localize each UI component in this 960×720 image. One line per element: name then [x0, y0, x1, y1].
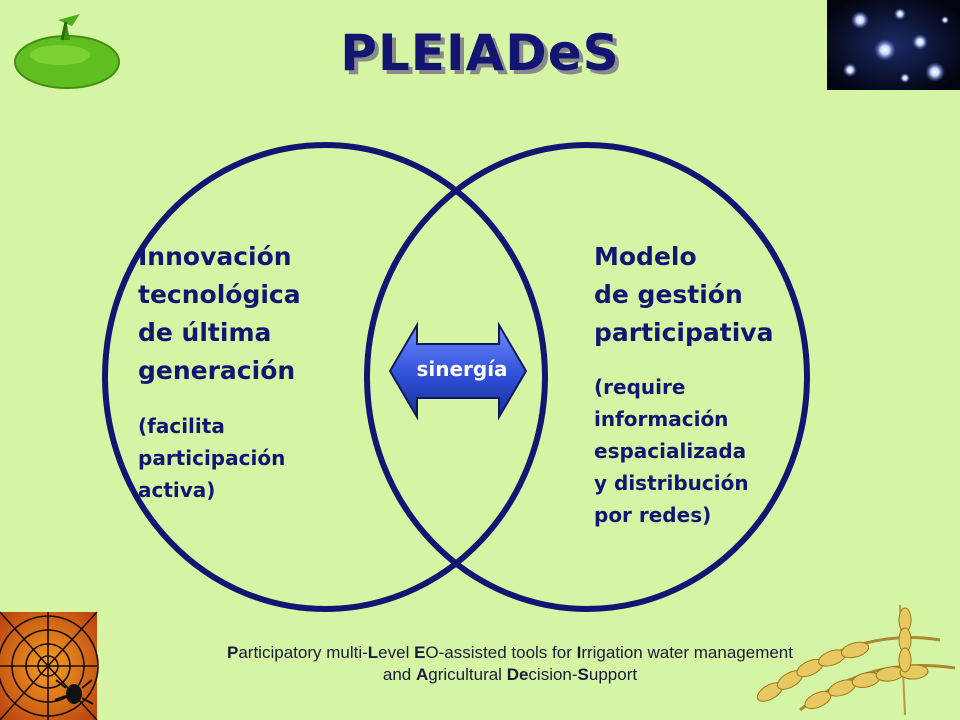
footer-initial: P — [227, 643, 239, 662]
footer-text: rrigation water management — [581, 643, 793, 662]
right-heading-line: Modelo — [594, 242, 697, 271]
left-circle — [102, 142, 548, 612]
right-circle-heading: Modelo de gestión participativa — [594, 238, 773, 352]
right-note-line: por redes) — [594, 503, 712, 527]
left-circle-heading: Innovación tecnológica de última generac… — [138, 238, 301, 390]
left-note-line: participación — [138, 446, 286, 470]
left-note-line: (facilita — [138, 414, 225, 438]
wheat-ears-image — [756, 604, 956, 716]
footer-text: O-assisted tools for — [425, 643, 577, 662]
footer-text: evel — [378, 643, 415, 662]
synergy-label: sinergía — [416, 357, 508, 381]
left-note-line: activa) — [138, 478, 216, 502]
left-circle-note: (facilita participación activa) — [138, 410, 285, 506]
footer-initial: E — [414, 643, 426, 662]
left-heading-line: generación — [138, 356, 296, 385]
footer-text: cision- — [528, 665, 578, 684]
right-note-line: espacializada — [594, 439, 747, 463]
synergy-double-arrow — [388, 321, 528, 421]
pleiades-star-cluster-image — [827, 0, 960, 90]
left-heading-line: tecnológica — [138, 280, 301, 309]
footer-initial: De — [506, 665, 529, 684]
footer-initial: I — [576, 643, 582, 662]
left-heading-line: Innovación — [138, 242, 292, 271]
footer-initial: L — [367, 643, 379, 662]
right-heading-line: participativa — [594, 318, 774, 347]
right-circle-note: (require información espacializada y dis… — [594, 371, 749, 531]
footer-text: upport — [588, 665, 638, 684]
footer-text: gricultural — [428, 665, 507, 684]
right-heading-line: de gestión — [594, 280, 743, 309]
right-note-line: y distribución — [594, 471, 749, 495]
footer-initial: S — [577, 665, 589, 684]
footer-text: articipatory multi- — [238, 643, 368, 662]
footer-line-1: Participatory multi-Level EO-assisted to… — [110, 642, 910, 664]
left-heading-line: de última — [138, 318, 272, 347]
right-circle — [364, 142, 810, 612]
page-title: PLEIADeS — [340, 24, 620, 82]
footer-initial: A — [415, 665, 429, 684]
right-note-line: información — [594, 407, 729, 431]
right-note-line: (require — [594, 375, 686, 399]
footer-line-2: and Agricultural Decision-Support — [110, 664, 910, 686]
footer-acronym-expansion: Participatory multi-Level EO-assisted to… — [110, 642, 910, 686]
spider-web-image — [0, 611, 99, 720]
golf-flag-icon — [14, 14, 120, 89]
footer-text: and — [382, 665, 416, 684]
